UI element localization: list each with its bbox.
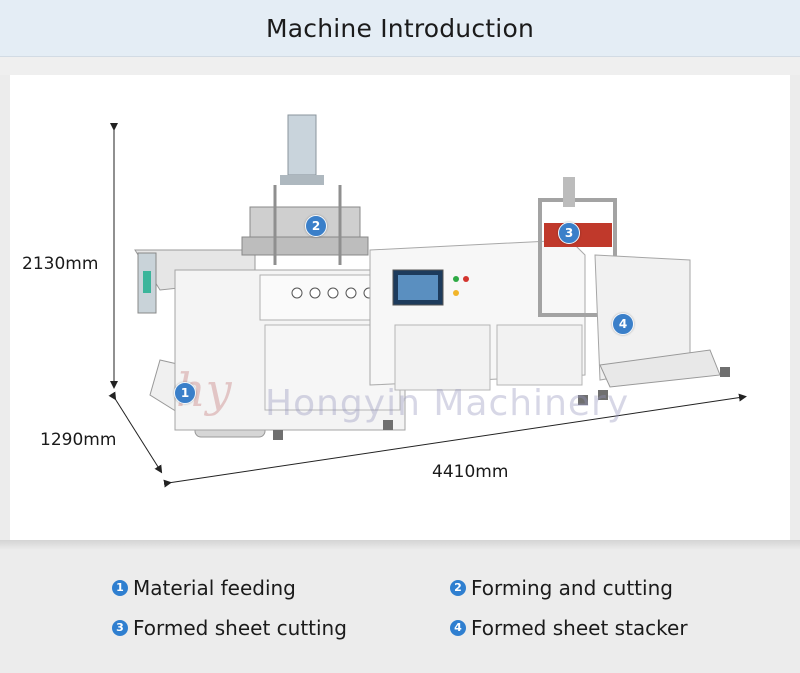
- legend-item: 3 Formed sheet cutting: [112, 616, 347, 640]
- depth-dimension: 1290mm: [40, 430, 117, 450]
- legend-label: Material feeding: [133, 576, 296, 600]
- legend-item: 4 Formed sheet stacker: [450, 616, 688, 640]
- machine-photo: hy Hongyin Machinery 1 2 3 4: [10, 75, 790, 540]
- marker-2: 2: [305, 215, 327, 237]
- legend-item: 1 Material feeding: [112, 576, 296, 600]
- number-badge: 4: [450, 620, 466, 636]
- marker-1: 1: [174, 382, 196, 404]
- machine-illustration: [108, 114, 747, 488]
- number-badge: 3: [112, 620, 128, 636]
- height-dimension: 2130mm: [22, 254, 99, 274]
- legend: 1 Material feeding 2 Forming and cutting…: [0, 560, 800, 673]
- page-title: Machine Introduction: [266, 13, 534, 43]
- header-gap: [0, 57, 800, 75]
- length-dimension: 4410mm: [432, 462, 509, 482]
- legend-item: 2 Forming and cutting: [450, 576, 673, 600]
- section-header: Machine Introduction: [0, 0, 800, 57]
- marker-3: 3: [558, 222, 580, 244]
- number-badge: 2: [450, 580, 466, 596]
- photo-shadow: [0, 540, 800, 550]
- marker-4: 4: [612, 313, 634, 335]
- legend-label: Formed sheet cutting: [133, 616, 347, 640]
- watermark-text: Hongyin Machinery: [265, 383, 630, 424]
- number-badge: 1: [112, 580, 128, 596]
- legend-label: Formed sheet stacker: [471, 616, 688, 640]
- legend-label: Forming and cutting: [471, 576, 673, 600]
